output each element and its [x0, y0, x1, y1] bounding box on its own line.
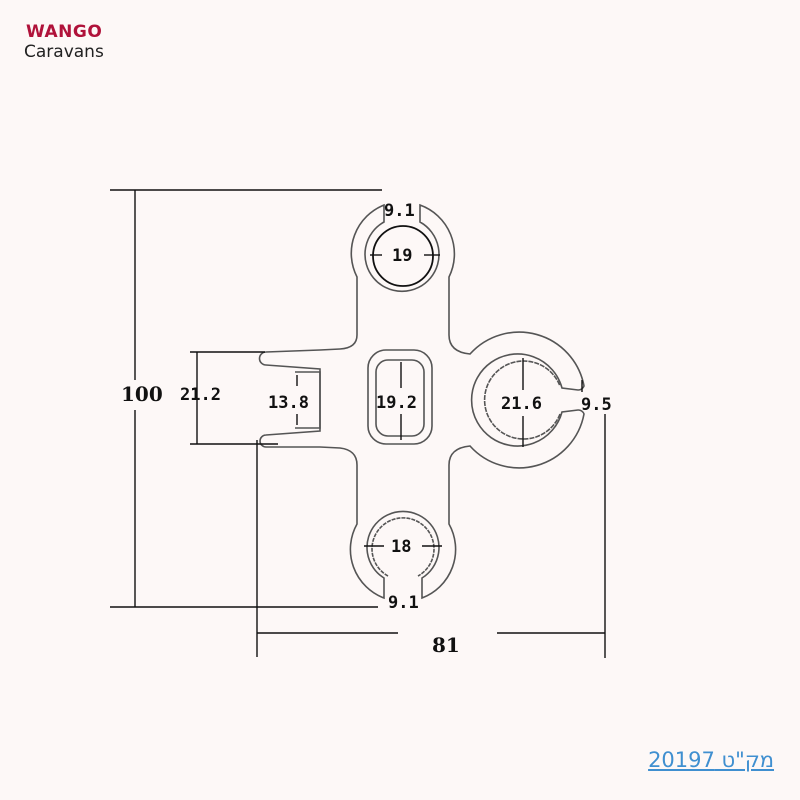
- left-slot-box: [295, 371, 321, 429]
- bottom-hole: [371, 517, 435, 577]
- dim-bottom-opening: 9.1: [388, 593, 419, 613]
- dim-bottom-hole: 18: [391, 537, 411, 557]
- dim-top-hole: 19: [392, 246, 412, 266]
- center-slot-inner: [375, 359, 425, 437]
- dim-left-slot-outer: 21.2: [180, 385, 221, 405]
- dim-left-slot-inner: 13.8: [268, 393, 309, 413]
- logo-line-2: Caravans: [24, 42, 104, 62]
- wango-caravans-logo: WANGO Caravans: [22, 20, 132, 65]
- sku-link[interactable]: מק"ט 20197: [648, 748, 774, 772]
- dim-center-hole: 19.2: [376, 393, 417, 413]
- right-hole: [483, 360, 561, 440]
- dimension-lines: [110, 189, 606, 658]
- dim-top-opening: 9.1: [384, 201, 415, 221]
- dim-right-opening: 9.5: [581, 395, 612, 415]
- center-slot-outer: [367, 349, 433, 445]
- dim-overall-width: 81: [432, 633, 460, 657]
- profile-outline: [258, 203, 585, 600]
- dim-overall-height: 100: [121, 382, 163, 406]
- dim-right-hole: 21.6: [501, 394, 542, 414]
- logo-line-1: WANGO: [26, 22, 103, 42]
- top-hole: [372, 225, 434, 287]
